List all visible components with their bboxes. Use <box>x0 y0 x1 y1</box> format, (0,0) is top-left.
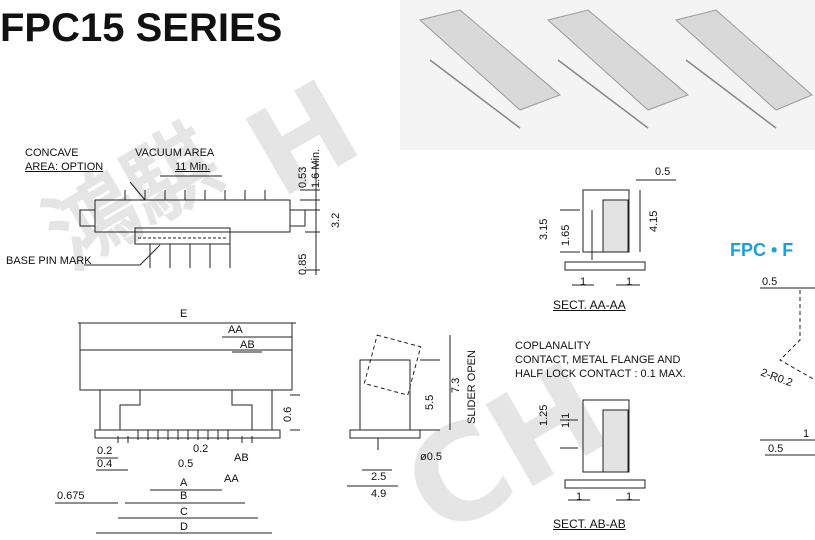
dim-5-5: 5.5 <box>424 394 436 410</box>
concave-label-line2: AREA: OPTION <box>25 161 104 173</box>
sect-ab-label: SECT. AB-AB <box>553 517 626 531</box>
dim-AB-bottom: AB <box>234 452 249 464</box>
coplanarity-line2: CONTACT, METAL FLANGE AND <box>515 354 681 366</box>
coplanarity-line3: HALF LOCK CONTACT : 0.1 MAX. <box>515 368 686 380</box>
sect-aa-drawing <box>560 179 676 286</box>
dim-0-5: 0.5 <box>178 458 194 470</box>
dim-D: D <box>180 521 188 533</box>
sect-aa-dim-4-15: 4.15 <box>648 210 660 232</box>
sect-ab-dim-1-right: 1 <box>626 491 633 503</box>
dim-A: A <box>180 477 188 489</box>
dim-2-5: 2.5 <box>371 471 387 483</box>
dim-0-4: 0.4 <box>97 458 113 470</box>
fpc-partial-label: FPC • F <box>730 240 794 260</box>
dim-0-675: 0.675 <box>57 490 85 502</box>
right-dim-1: 1 <box>803 428 810 440</box>
dim-B: B <box>180 490 188 502</box>
vacuum-dim: 11 Min. <box>175 161 211 173</box>
sect-ab-dim-1-25: 1.25 <box>538 404 550 426</box>
dim-1-6-min: 1.6 Min. <box>310 148 322 188</box>
dim-3-2: 3.2 <box>330 212 342 228</box>
dim-0-2-right: 0.2 <box>193 443 209 455</box>
dim-phi-0-5: ø0.5 <box>420 451 443 463</box>
concave-label-line1: CONCAVE <box>25 147 79 159</box>
sect-aa-label: SECT. AA-AA <box>553 298 626 312</box>
dim-E: E <box>180 308 188 320</box>
right-dim-0-5-top: 0.5 <box>762 276 778 288</box>
dim-7-3: 7.3 <box>450 377 462 393</box>
slider-open-label: SLIDER OPEN <box>466 350 478 424</box>
vacuum-label: VACUUM AREA <box>135 147 215 159</box>
sect-aa-dim-0-5: 0.5 <box>655 166 671 178</box>
sect-aa-dim-1-65: 1.65 <box>560 224 572 246</box>
dim-AA-top: AA <box>228 324 243 336</box>
sect-ab-drawing <box>560 399 646 501</box>
base-pin-mark-label: BASE PIN MARK <box>6 255 92 267</box>
dim-0-6: 0.6 <box>282 406 294 422</box>
sect-ab-dim-1-left: 1 <box>576 491 583 503</box>
dim-AA-bottom: AA <box>224 473 239 485</box>
sect-aa-dim-1-left: 1 <box>580 276 587 288</box>
front-view-drawing <box>55 322 300 534</box>
page-title: FPC15 SERIES <box>0 6 283 50</box>
dim-AB-top: AB <box>240 339 255 351</box>
dim-0-85: 0.85 <box>297 253 309 275</box>
coplanarity-line1: COPLANALITY <box>515 340 591 352</box>
top-view-drawing <box>79 160 320 275</box>
sect-ab-dim-1-1: 1.1 <box>560 412 572 428</box>
sect-aa-dim-3-15: 3.15 <box>538 218 550 240</box>
right-dim-0-5-bottom: 0.5 <box>768 443 784 455</box>
dim-4-9: 4.9 <box>371 488 387 500</box>
dim-0-53: 0.53 <box>297 166 309 188</box>
sect-aa-dim-1-right: 1 <box>626 276 633 288</box>
right-partial-drawing <box>760 287 815 456</box>
dim-C: C <box>180 506 188 518</box>
dim-0-2-left: 0.2 <box>97 445 113 457</box>
side-view-drawing <box>347 334 451 487</box>
